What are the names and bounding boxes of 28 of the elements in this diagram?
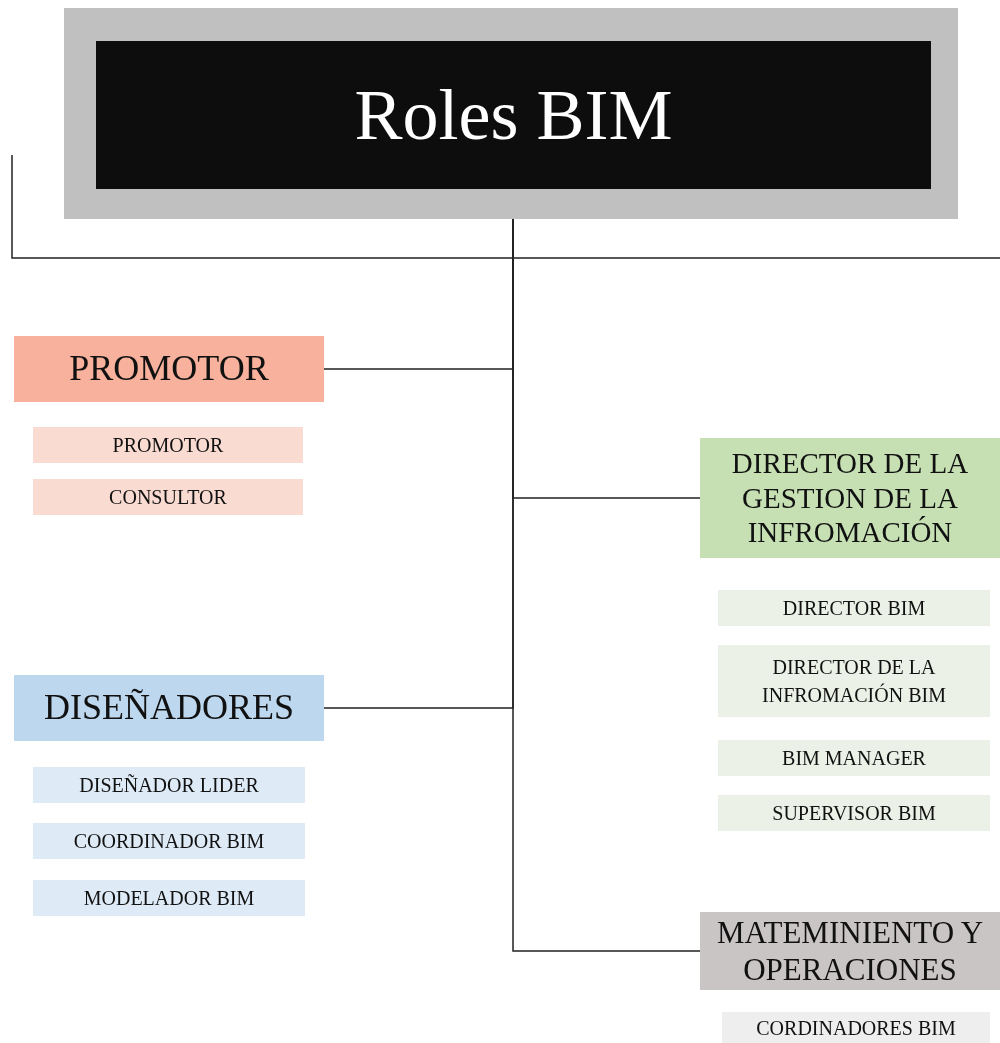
role-label: PROMOTOR <box>112 433 224 458</box>
role-label: DISEÑADOR LIDER <box>79 773 259 798</box>
role-box <box>718 795 990 831</box>
role-label: DIRECTOR DE LA INFROMACIÓN BIM <box>761 655 947 708</box>
category-box <box>14 675 324 741</box>
role-box <box>33 427 303 463</box>
role-box <box>33 479 303 515</box>
category-box <box>14 336 324 402</box>
role-box <box>718 590 990 626</box>
role-label: DIRECTOR BIM <box>782 596 926 621</box>
category-label: DISEÑADORES <box>44 686 294 730</box>
category-label: DIRECTOR DE LA GESTION DE LA INFROMACIÓN <box>730 445 970 551</box>
role-label: CONSULTOR <box>109 485 227 510</box>
role-box <box>718 645 990 717</box>
role-box <box>33 823 305 859</box>
role-label: BIM MANAGER <box>782 746 926 771</box>
role-label: MODELADOR BIM <box>83 886 255 911</box>
title-frame <box>64 8 958 219</box>
role-box <box>33 767 305 803</box>
role-label: CORDINADORES BIM <box>756 1015 956 1041</box>
role-label: SUPERVISOR BIM <box>772 801 936 826</box>
category-box <box>700 438 1000 558</box>
role-box <box>718 740 990 776</box>
title-text: Roles BIM <box>354 73 673 157</box>
role-label: COORDINADOR BIM <box>73 829 265 854</box>
category-label: MATEMINIENTO Y OPERACIONES <box>715 913 985 989</box>
category-label: PROMOTOR <box>69 347 269 391</box>
role-box <box>33 880 305 916</box>
